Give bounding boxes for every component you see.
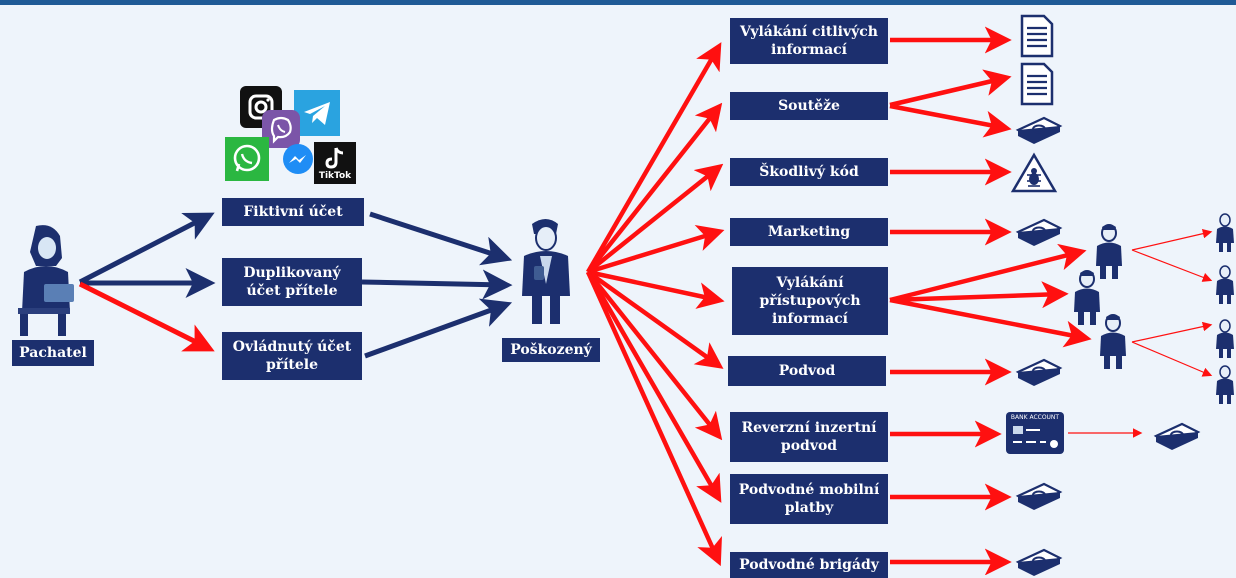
outcome-malware: Škodlivý kód xyxy=(730,158,888,186)
victim-box: Poškozený xyxy=(502,338,600,362)
person-with-phone-icon xyxy=(1096,224,1122,279)
money-stack-icon xyxy=(1153,422,1201,450)
document-icon xyxy=(1020,62,1054,106)
top-border xyxy=(0,0,1236,5)
money-stack-icon xyxy=(1015,116,1063,144)
outcome-contests: Soutěže xyxy=(730,92,888,120)
money-stack-icon xyxy=(1015,358,1063,386)
arrow-fake-victim xyxy=(369,211,513,266)
arrow-perpetrator-hijacked xyxy=(78,281,215,352)
person-with-phone-icon xyxy=(1216,365,1234,404)
document-icon xyxy=(1020,14,1054,58)
malware-warning-icon xyxy=(1010,152,1058,193)
whatsapp-icon xyxy=(225,137,269,181)
arrow-duplicate-victim xyxy=(361,269,513,300)
person-with-phone-icon xyxy=(1100,314,1126,369)
person-with-phone-icon xyxy=(1216,319,1234,358)
victim-person-icon xyxy=(522,219,570,324)
telegram-icon xyxy=(294,90,340,136)
outcome-fake-jobs: Podvodné brigády xyxy=(730,552,888,578)
hijacked-account-box: Ovládnutý účet přítele xyxy=(222,332,362,380)
person-with-phone-icon xyxy=(1074,270,1100,325)
messenger-icon xyxy=(280,142,316,178)
tiktok-label: TikTok xyxy=(318,171,352,181)
victim-fan-arrows xyxy=(585,42,725,567)
money-stack-icon xyxy=(1015,218,1063,246)
bank-card-label: BANK ACCOUNT xyxy=(1010,414,1060,421)
arrow-hijacked-victim xyxy=(364,298,513,359)
outcome-access-info: Vylákání přístupových informací xyxy=(732,267,888,335)
outcome-sensitive-info: Vylákání citlivých informací xyxy=(730,18,888,64)
money-stack-icon xyxy=(1015,482,1063,510)
hooded-hacker-icon xyxy=(18,225,74,336)
fake-account-box: Fiktivní účet xyxy=(222,198,364,226)
person-with-phone-icon xyxy=(1216,265,1234,304)
tiktok-icon: TikTok xyxy=(314,142,356,184)
person-with-phone-icon xyxy=(1216,213,1234,252)
outcome-fraud: Podvod xyxy=(728,356,886,386)
outcome-reverse-ad-fraud: Reverzní inzertní podvod xyxy=(730,412,888,462)
instagram-icon xyxy=(240,86,282,128)
thin-arrows xyxy=(1068,228,1213,438)
outcome-arrows xyxy=(889,26,1092,575)
bank-card-icon: BANK ACCOUNT xyxy=(1006,412,1064,454)
outcome-marketing: Marketing xyxy=(730,218,888,246)
arrow-perpetrator-fake xyxy=(78,212,215,285)
outcome-mobile-payments: Podvodné mobilní platby xyxy=(730,474,888,524)
duplicate-account-box: Duplikovaný účet přítele xyxy=(222,258,362,306)
money-stack-icon xyxy=(1015,548,1063,576)
perpetrator-box: Pachatel xyxy=(12,340,94,366)
